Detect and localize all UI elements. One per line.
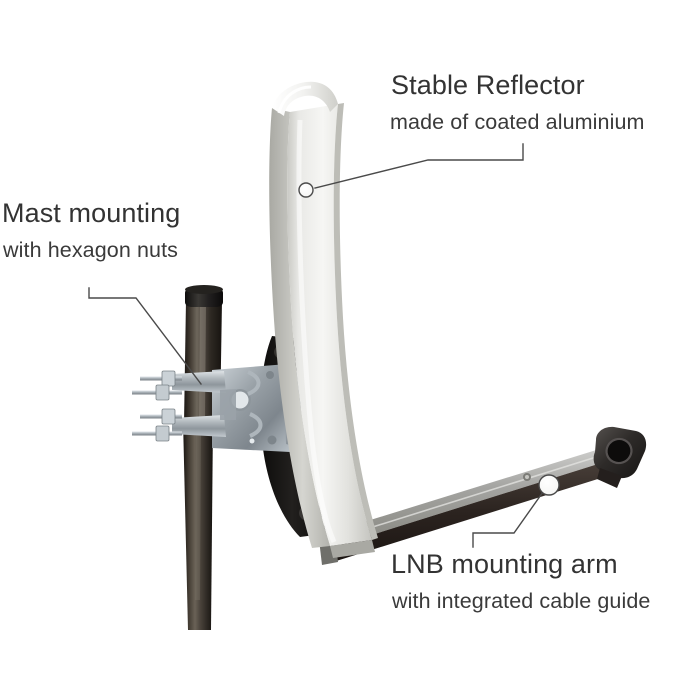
bracket-rivet-1 <box>266 371 274 379</box>
rod-1 <box>140 376 182 381</box>
callout-markers <box>298 182 560 496</box>
bracket-rivet-2 <box>267 435 277 445</box>
hex-nut-4 <box>155 425 170 442</box>
callout-mast-title: Mast mounting <box>2 198 181 228</box>
mast-highlight-lower <box>195 425 201 600</box>
arm-screw-inner <box>525 475 529 479</box>
rod-3 <box>140 414 182 419</box>
callout-reflector: Stable Reflector made of coated aluminiu… <box>390 70 645 134</box>
callout-reflector-title: Stable Reflector <box>391 70 585 100</box>
mast-mount-bracket <box>132 364 302 452</box>
callout-mast-subtitle: with hexagon nuts <box>3 238 179 262</box>
callout-mast: Mast mounting with hexagon nuts <box>2 200 180 262</box>
bracket-plate <box>212 364 290 452</box>
callout-reflector-subtitle: made of coated aluminium <box>390 110 645 134</box>
reflector-marker <box>298 182 314 198</box>
leader-line-mast <box>88 287 202 385</box>
mast-tube-lower <box>183 420 213 630</box>
dish-body <box>287 104 372 546</box>
lnb-clamp-tab <box>597 468 622 488</box>
callout-lnb-title: LNB mounting arm <box>391 549 618 579</box>
callout-lnb: LNB mounting arm with integrated cable g… <box>391 551 651 613</box>
hexagon-nuts <box>155 370 176 442</box>
ubolt-loop-2 <box>249 412 263 438</box>
dish-rim-highlight <box>277 85 312 114</box>
lnb-clamp-hole-rim <box>605 437 633 465</box>
leader-line-reflector <box>314 143 524 189</box>
bracket-connector <box>220 389 236 420</box>
callout-lnb-subtitle: with integrated cable guide <box>392 589 651 613</box>
dish-bottom-edge <box>330 540 375 558</box>
callout-leaders <box>88 143 544 548</box>
leader-line-lnb <box>472 491 544 548</box>
dish-top-rim <box>272 81 338 116</box>
dish-back-face <box>269 108 330 548</box>
mast-assembly <box>183 285 223 630</box>
hex-nut-1 <box>161 370 176 387</box>
hex-nut-3 <box>161 408 176 425</box>
dish-right-edge <box>333 103 378 540</box>
ubolt-saddle-lower <box>172 415 226 437</box>
mast-cap-top <box>185 285 223 294</box>
lnb-clamp-hole <box>606 438 632 464</box>
arm-cable-guide <box>327 452 610 542</box>
hex-nut-2 <box>155 384 170 401</box>
lnb-marker <box>538 474 560 496</box>
mast-highlight <box>199 302 206 420</box>
bracket-rivet-3 <box>249 438 255 444</box>
ubolt-loops <box>247 370 263 438</box>
ubolt-loop-1 <box>247 370 261 396</box>
